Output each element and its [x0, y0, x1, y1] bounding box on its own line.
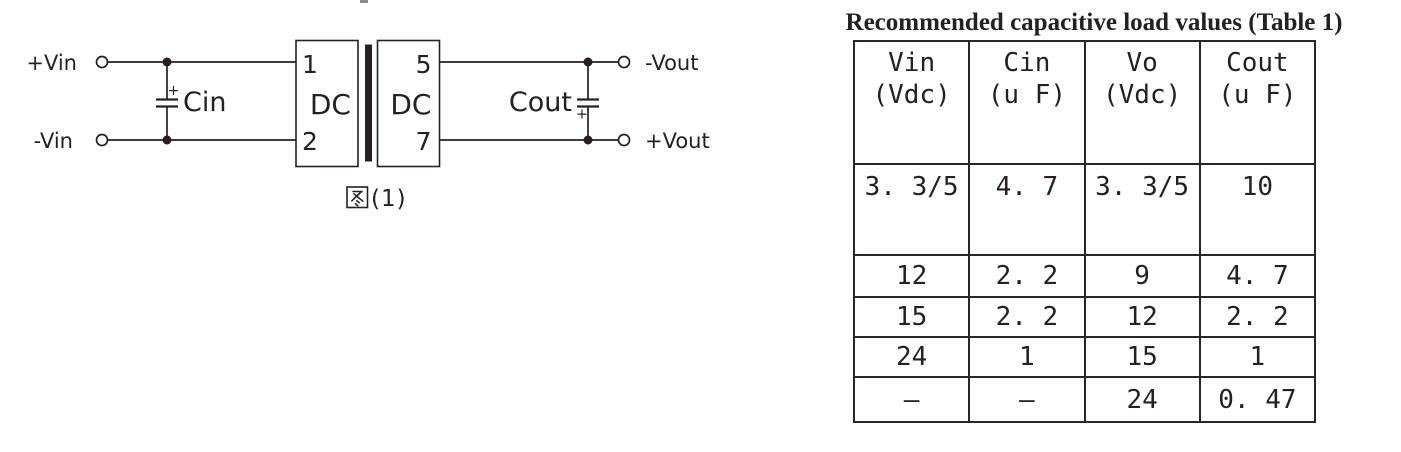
table-row: 15 2. 2 12 2. 2	[852, 296, 1317, 338]
table-title: Recommended capacitive load values (Tabl…	[845, 9, 1343, 36]
header-cout-unit: (u F)	[1218, 80, 1297, 110]
header-vo-unit: (Vdc)	[1102, 80, 1182, 110]
table-cell: 15	[852, 296, 971, 338]
table-cell: 3. 3/5	[852, 163, 971, 256]
input-cap-polarity-mark: +	[168, 83, 180, 99]
output-capacitor	[577, 62, 599, 140]
table-cell: 1	[968, 336, 1086, 378]
table-row: 12 2. 2 9 4. 7	[852, 254, 1317, 298]
output-neg-label: -Vout	[645, 51, 698, 75]
pin-2: 2	[302, 127, 318, 156]
table-cell: 9	[1083, 254, 1201, 298]
table-cell: 3. 3/5	[1083, 163, 1201, 256]
converter-primary-label: DC	[310, 88, 351, 121]
header-vin: Vin (Vdc)	[852, 40, 971, 165]
header-cin: Cin (u F)	[968, 40, 1086, 165]
output-pos-label: +Vout	[645, 129, 710, 153]
capacitive-load-table: Vin (Vdc) Cin (u F) Vo (Vdc) Cout (u F) …	[852, 40, 1317, 423]
output-neg-terminal	[617, 55, 631, 69]
input-neg-terminal	[95, 133, 109, 147]
table-header-row: Vin (Vdc) Cin (u F) Vo (Vdc) Cout (u F)	[852, 40, 1317, 165]
input-pos-terminal	[95, 55, 109, 69]
table-cell: 12	[852, 254, 971, 298]
pin-1: 1	[302, 50, 318, 79]
header-cout: Cout (u F)	[1198, 40, 1317, 165]
table-cell: 0. 47	[1198, 376, 1317, 423]
header-vin-unit: (Vdc)	[872, 80, 951, 110]
header-vo-name: Vo	[1126, 48, 1158, 78]
input-cap-label: Cin	[183, 87, 226, 118]
input-capacitor	[156, 62, 178, 140]
table-cell: 24	[852, 336, 971, 378]
table-cell: –	[852, 376, 971, 423]
output-cap-polarity-mark: +	[576, 107, 588, 123]
converter-primary-box	[295, 39, 359, 168]
isolation-bar	[365, 44, 372, 162]
tu-character-glyph	[346, 186, 369, 209]
circuit-diagram: +Vin -Vin + Cin 1 2 DC 5 7 DC	[26, 39, 710, 212]
table-row: – – 24 0. 47	[852, 376, 1317, 423]
header-cin-name: Cin	[1003, 48, 1051, 78]
input-pos-label: +Vin	[26, 51, 77, 75]
output-pos-terminal	[617, 133, 631, 147]
header-vo: Vo (Vdc)	[1083, 40, 1201, 165]
table-cell: 10	[1198, 163, 1317, 256]
figure-caption: (1)	[346, 186, 407, 212]
table-cell: 2. 2	[968, 254, 1086, 298]
pin-5: 5	[416, 50, 432, 79]
table-cell: 2. 2	[968, 296, 1086, 338]
table-row: 3. 3/5 4. 7 3. 3/5 10	[852, 163, 1317, 256]
table-cell: 24	[1083, 376, 1201, 423]
table-row: 24 1 15 1	[852, 336, 1317, 378]
pin-7: 7	[416, 127, 432, 156]
converter-secondary-box	[376, 39, 441, 168]
figure-caption-number: (1)	[371, 186, 407, 212]
table-cell: 15	[1083, 336, 1201, 378]
table-cell: 2. 2	[1198, 296, 1317, 338]
header-vin-name: Vin	[888, 48, 936, 78]
top-edge-artifact	[360, 0, 368, 3]
table-cell: 4. 7	[1198, 254, 1317, 298]
input-wires	[107, 61, 296, 141]
table-cell: 12	[1083, 296, 1201, 338]
output-cap-label: Cout	[509, 87, 572, 118]
table-cell: 4. 7	[968, 163, 1086, 256]
header-cin-unit: (u F)	[987, 80, 1067, 110]
header-cout-name: Cout	[1226, 48, 1289, 78]
table-cell: –	[968, 376, 1086, 423]
table-cell: 1	[1198, 336, 1317, 378]
converter-secondary-label: DC	[390, 88, 431, 121]
input-neg-label: -Vin	[34, 129, 73, 153]
